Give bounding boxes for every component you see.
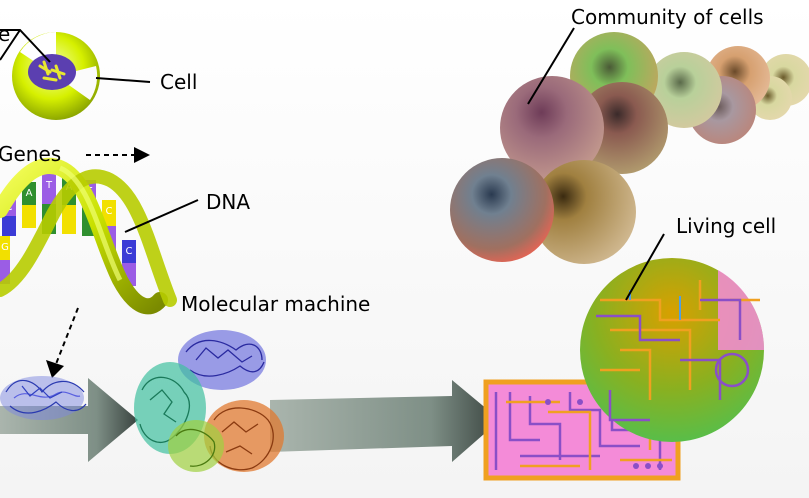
- dna-base-letter: G: [1, 242, 9, 253]
- chromosomes: [38, 60, 66, 82]
- dna-backbone-2: [0, 169, 177, 307]
- community-leader-line: [527, 27, 575, 105]
- dna-base-letter: A: [26, 188, 33, 199]
- dna-base: [22, 182, 36, 205]
- living-cell: [580, 258, 765, 442]
- chromosome-leader-line-2: [0, 29, 21, 61]
- dna-base-letter: C: [126, 246, 133, 257]
- living-cell-label: Living cell: [676, 214, 777, 238]
- community-cell: [450, 158, 554, 262]
- flow-arrow-2: [270, 380, 500, 462]
- community-cell: [500, 76, 604, 180]
- community-cell: [646, 52, 722, 128]
- dna-base-letter: C: [106, 206, 113, 217]
- chromosome-label: e: [0, 22, 11, 46]
- protein-small: [0, 376, 87, 420]
- community-of-cells-label: Community of cells: [571, 5, 764, 29]
- genes-label: Genes: [0, 142, 62, 166]
- cell-label: Cell: [160, 70, 198, 94]
- dna-base: [22, 205, 36, 228]
- dna-base: [0, 260, 10, 284]
- dna-base-letter: T: [45, 180, 53, 191]
- nucleus: [28, 54, 76, 90]
- cell-leader-line: [95, 77, 151, 83]
- flow-arrow-1: [0, 378, 138, 462]
- dna-leader-line: [124, 199, 199, 233]
- dna-base: [62, 205, 76, 234]
- dna-base: [122, 240, 136, 263]
- cell-sphere: [12, 32, 100, 120]
- dna-base: [42, 174, 56, 204]
- dna-to-protein-arrowhead: [46, 360, 64, 378]
- living-cell-leader-line: [625, 233, 665, 301]
- community-cell: [576, 82, 668, 174]
- genes-arrowhead: [134, 147, 150, 163]
- dna-label: DNA: [206, 190, 251, 214]
- dna-base: [0, 236, 10, 260]
- community-of-cells: [450, 32, 809, 264]
- dna-to-protein-dashed-arrow: [55, 307, 79, 365]
- community-cell: [532, 160, 636, 264]
- dna-base: [102, 200, 116, 226]
- dna-base: [2, 216, 16, 236]
- molecular-machine: [134, 330, 284, 472]
- molecular-machine-label: Molecular machine: [181, 292, 371, 316]
